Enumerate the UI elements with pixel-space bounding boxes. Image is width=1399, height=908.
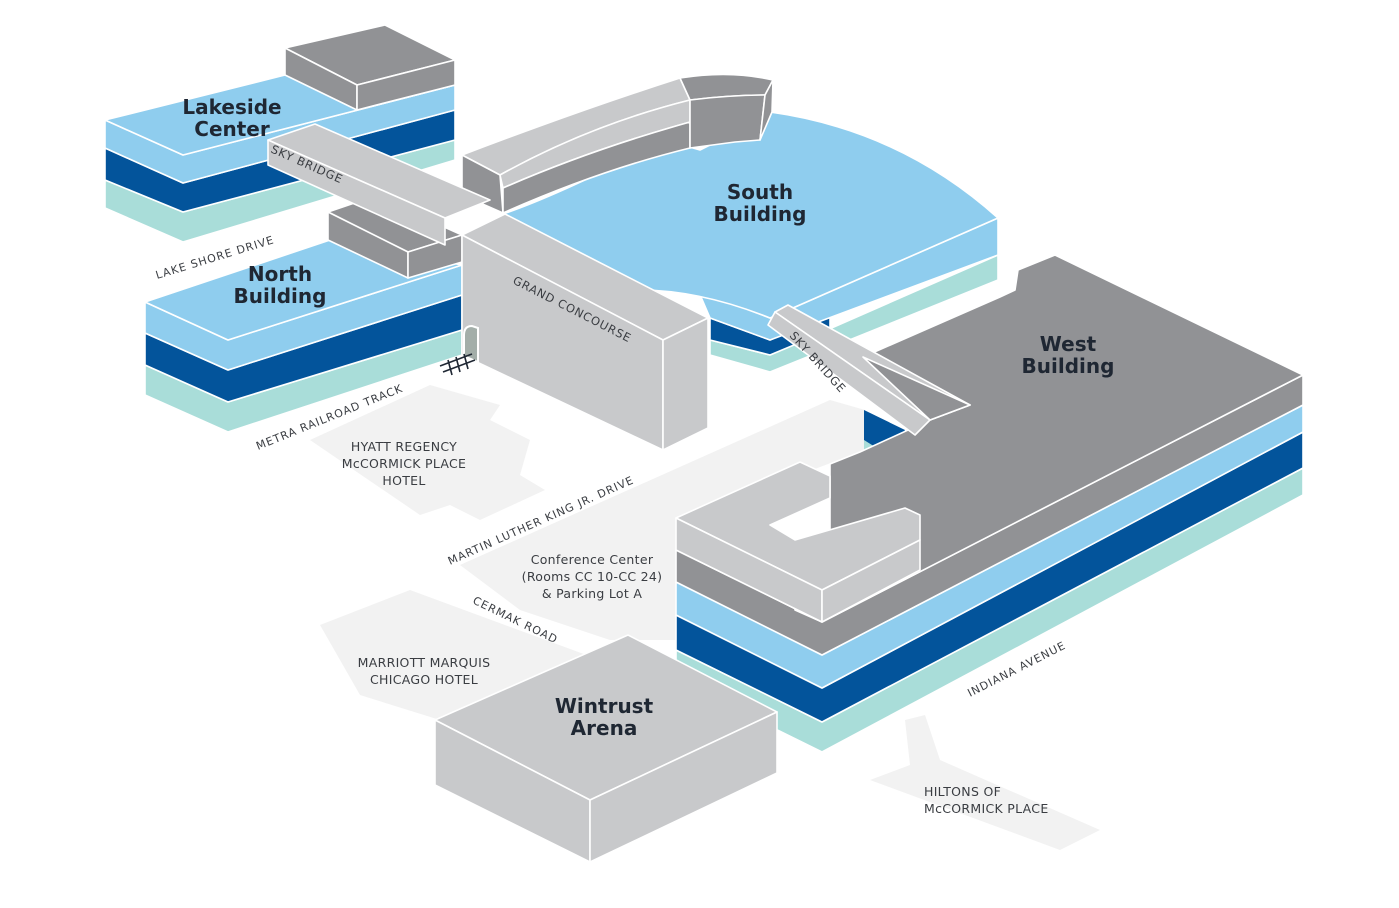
conference-center-footprint[interactable] [460, 400, 865, 640]
hyatt-label-line2: McCORMICK PLACE [342, 456, 467, 471]
wintrust-name-line1: Wintrust [555, 694, 654, 718]
hyatt-label-line3: HOTEL [382, 473, 425, 488]
west-name-line2: Building [1022, 354, 1115, 378]
north-name-line2: Building [234, 284, 327, 308]
lakeside-name-line1: Lakeside [182, 95, 281, 119]
south-building[interactable]: South Building [461, 73, 999, 373]
marriott-label-line1: MARRIOTT MARQUIS [358, 655, 491, 670]
lakeside-name-line2: Center [194, 117, 270, 141]
hiltons-footprint[interactable] [870, 715, 1100, 850]
west-name-line1: West [1040, 332, 1097, 356]
conference-label-line2: (Rooms CC 10-CC 24) [522, 569, 663, 584]
wintrust-arena[interactable]: Wintrust Arena [434, 634, 778, 863]
west-building[interactable]: SKY BRIDGE West Building [675, 254, 1304, 753]
wintrust-name-line2: Arena [571, 716, 638, 740]
hiltons-label-line2: McCORMICK PLACE [924, 801, 1049, 816]
marriott-label-line2: CHICAGO HOTEL [370, 672, 478, 687]
hyatt-footprint[interactable] [310, 385, 545, 520]
hyatt-label-line1: HYATT REGENCY [351, 439, 457, 454]
north-building[interactable]: North Building [144, 195, 463, 433]
railroad-track-icon [439, 353, 476, 376]
ground-areas [310, 385, 1100, 850]
south-name-line1: South [727, 180, 793, 204]
grand-concourse[interactable]: SKY BRIDGE GRAND CONCOURSE [267, 123, 709, 451]
hiltons-label-line1: HILTONS OF [924, 784, 1001, 799]
north-name-line1: North [248, 262, 312, 286]
conference-label-line3: & Parking Lot A [542, 586, 643, 601]
conference-label-line1: Conference Center [531, 552, 654, 567]
place-labels: HYATT REGENCY McCORMICK PLACE HOTEL Conf… [342, 439, 1049, 816]
metra-entrance [463, 324, 479, 364]
south-name-line2: Building [714, 202, 807, 226]
